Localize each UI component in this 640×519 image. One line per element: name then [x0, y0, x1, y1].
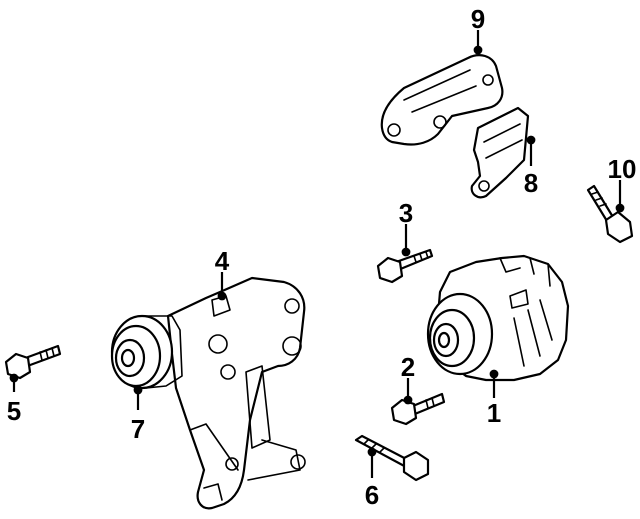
alternator-part: [426, 254, 570, 382]
mounting-bracket-part: [166, 276, 306, 510]
callout-3: 3: [399, 198, 413, 228]
bolt-part-5: [4, 344, 62, 380]
callout-9: 9: [471, 4, 485, 34]
callout-2: 2: [401, 352, 415, 382]
idler-pulley-part: [110, 314, 183, 390]
callout-1: 1: [487, 398, 501, 428]
upper-bracket-part: [380, 54, 504, 146]
callout-4: 4: [215, 246, 230, 276]
bolt-part-3: [376, 248, 434, 284]
bolt-part-6: [354, 434, 430, 482]
bolt-part-10: [586, 184, 634, 244]
leader-lines: [9, 30, 625, 478]
bolt-part-2: [390, 392, 446, 426]
callout-6: 6: [365, 480, 379, 510]
callout-8: 8: [524, 168, 538, 198]
callout-7: 7: [131, 414, 145, 444]
callout-10: 10: [608, 154, 637, 184]
small-bracket-part: [470, 106, 530, 199]
callout-5: 5: [7, 396, 21, 426]
